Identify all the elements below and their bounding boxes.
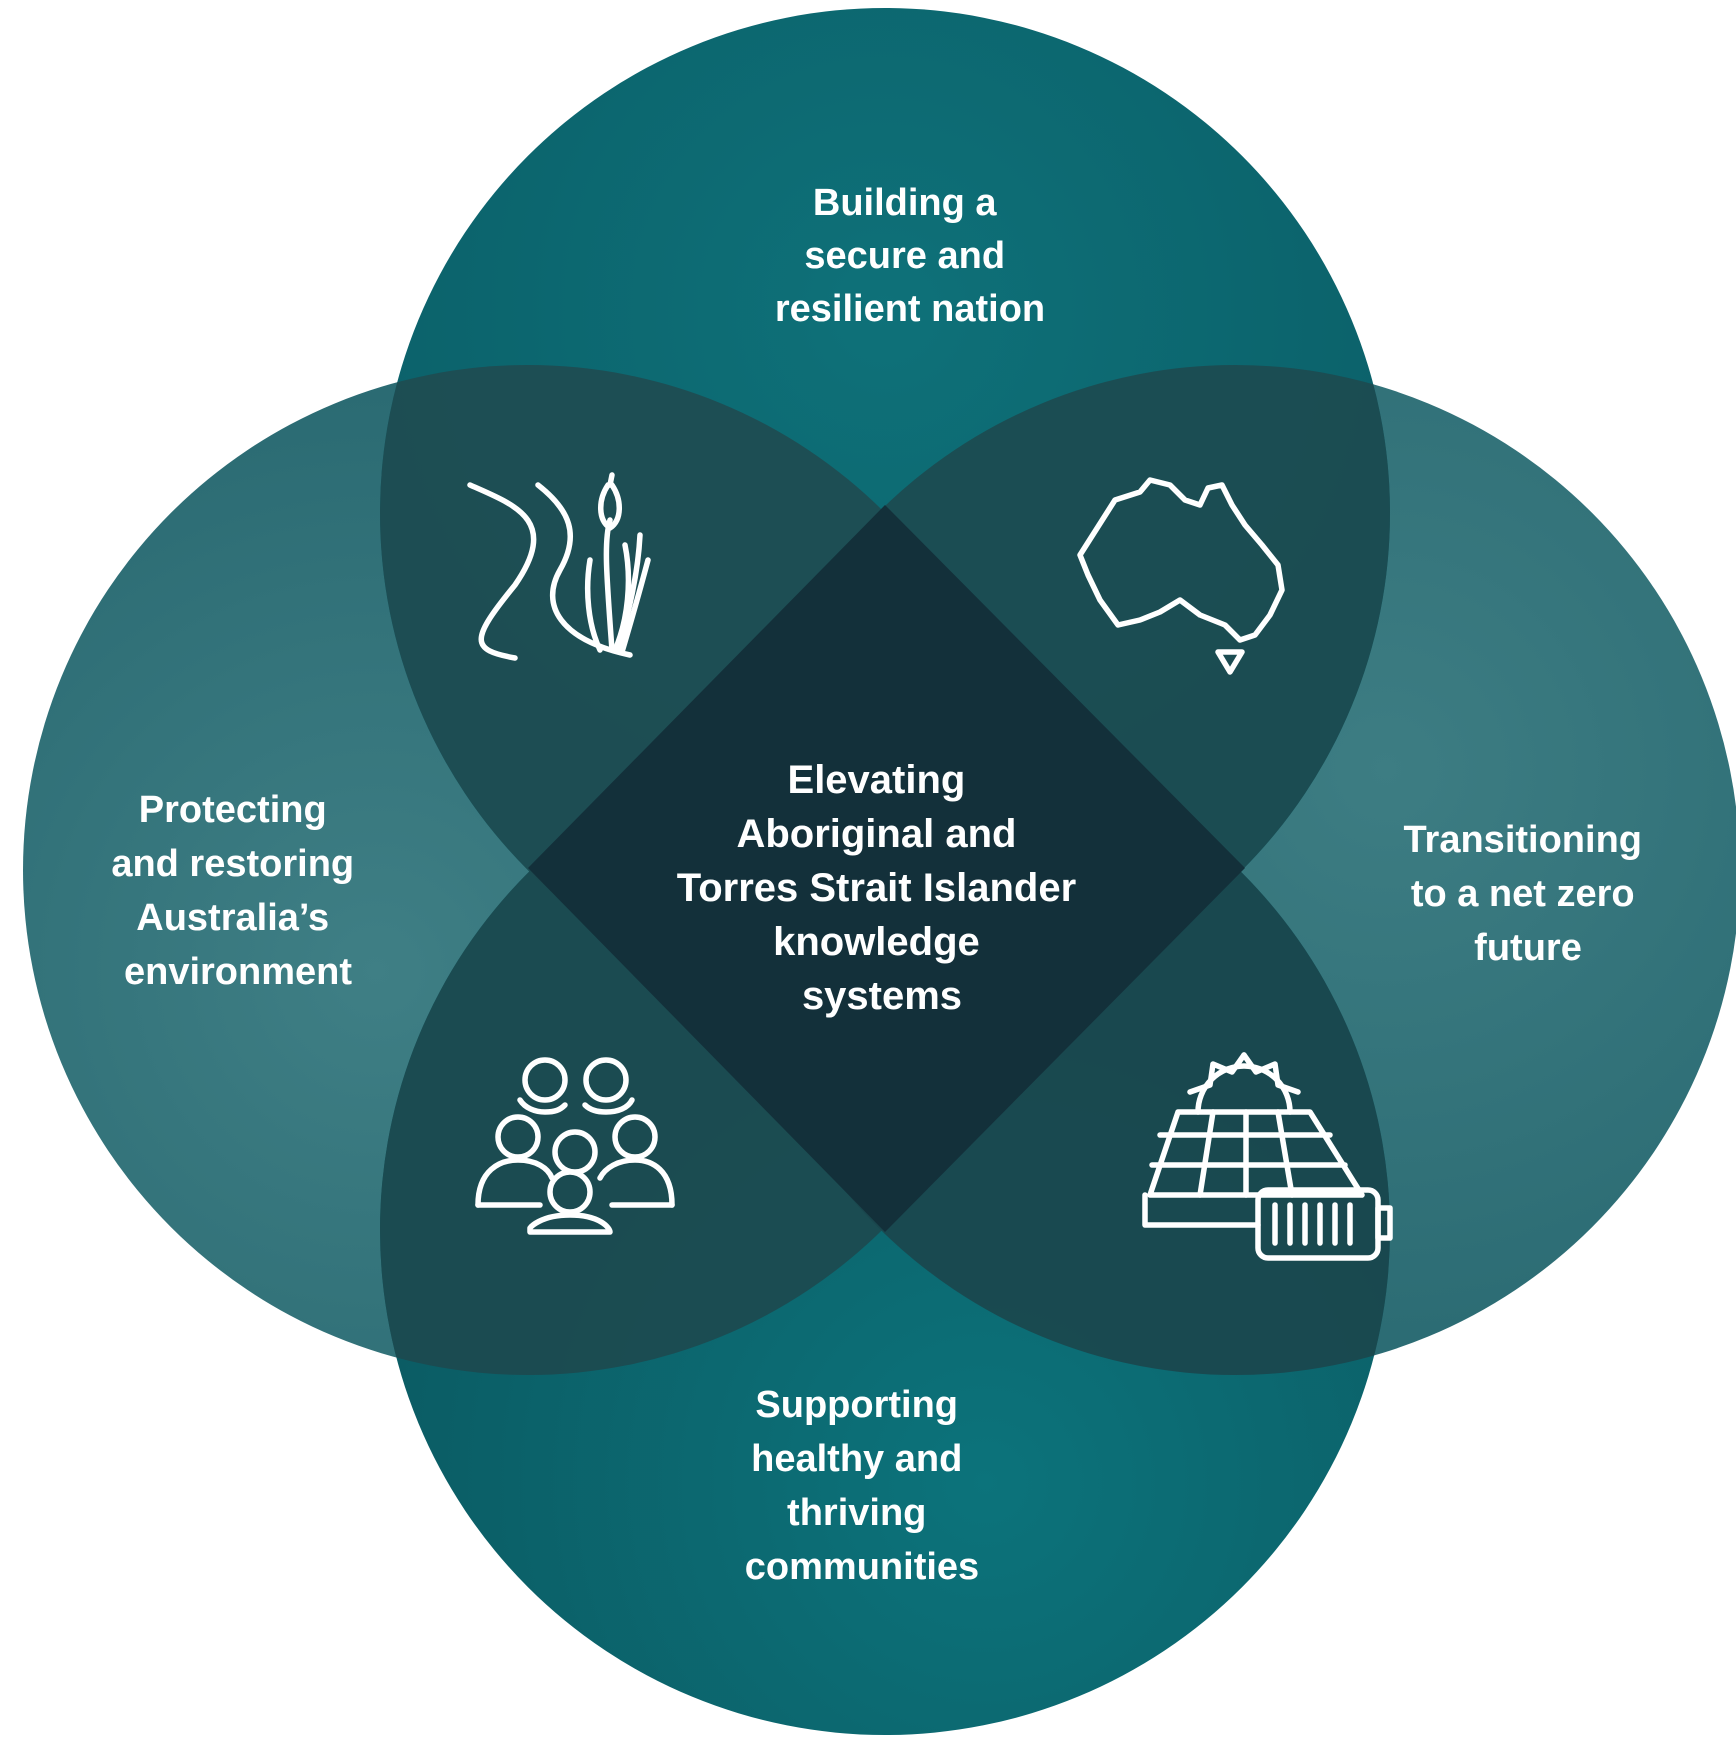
right-label: Transitioning to a net zero future bbox=[1403, 819, 1652, 969]
bottom-label: Supporting healthy and thriving communit… bbox=[745, 1384, 979, 1588]
center-label: Elevating Aboriginal and Torres Strait I… bbox=[677, 758, 1088, 1018]
center-diamond bbox=[528, 505, 1245, 1232]
solar-panel-battery-icon bbox=[1142, 1052, 1393, 1261]
community-people-icon bbox=[475, 1057, 675, 1235]
left-label: Protecting and restoring Australia’s env… bbox=[111, 789, 364, 993]
top-label: Building a secure and resilient nation bbox=[775, 182, 1045, 330]
river-reeds-icon bbox=[467, 472, 651, 661]
australia-map-icon bbox=[1077, 477, 1285, 675]
